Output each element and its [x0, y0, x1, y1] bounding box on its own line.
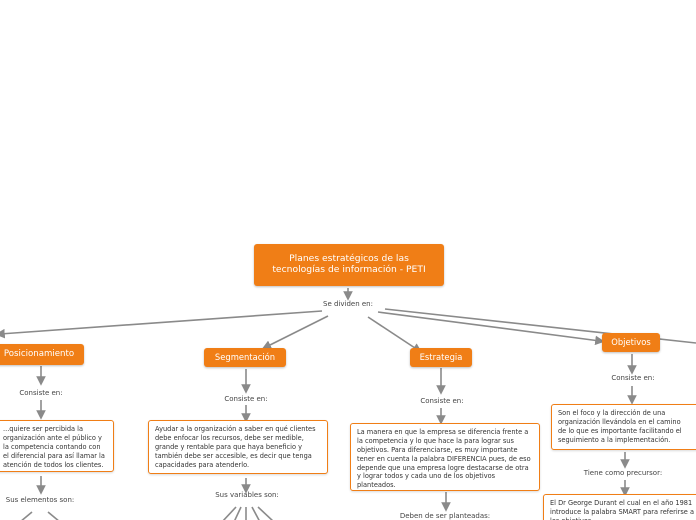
root-link-label: Se dividen en: [323, 300, 373, 308]
posicionamiento-description[interactable]: ...quiere ser percibida la organización … [0, 420, 114, 472]
estrategia-description[interactable]: La manera en que la empresa se diferenci… [350, 423, 540, 491]
topic-objetivos-label: Objetivos [611, 336, 651, 347]
objetivos-precursor-label: Tiene como precursor: [583, 469, 663, 477]
estrategia-description-text: La manera en que la empresa se diferenci… [357, 428, 531, 490]
objetivos-precursor-description[interactable]: El Dr George Durant el cual en el año 19… [543, 494, 696, 520]
posicionamiento-link-label: Consiste en: [19, 389, 63, 397]
objetivos-precursor-text: El Dr George Durant el cual en el año 19… [550, 499, 695, 520]
objetivos-link-label: Consiste en: [611, 374, 655, 382]
topic-segmentacion[interactable]: Segmentación [204, 348, 286, 367]
estrategia-planned-label: Deben de ser planteadas: [399, 512, 491, 520]
segmentacion-variables-label: Sus variables son: [215, 491, 279, 499]
topic-posicionamiento[interactable]: Posicionamiento [0, 344, 84, 365]
segmentacion-description[interactable]: Ayudar a la organización a saber en qué … [148, 420, 328, 474]
root-topic[interactable]: Planes estratégicos de las tecnologías d… [254, 244, 444, 286]
objetivos-description-text: Son el foco y la dirección de una organi… [558, 409, 682, 444]
objetivos-description[interactable]: Son el foco y la dirección de una organi… [551, 404, 696, 450]
topic-segmentacion-label: Segmentación [214, 351, 276, 362]
estrategia-link-label: Consiste en: [420, 397, 464, 405]
posicionamiento-description-text: ...quiere ser percibida la organización … [3, 425, 105, 469]
topic-posicionamiento-label: Posicionamiento [3, 348, 75, 359]
segmentacion-description-text: Ayudar a la organización a saber en qué … [155, 425, 316, 469]
root-topic-label: Planes estratégicos de las tecnologías d… [272, 253, 426, 275]
posicionamiento-elements-label: Sus elementos son: [5, 496, 75, 504]
topic-estrategia[interactable]: Estrategia [410, 348, 472, 367]
segmentacion-link-label: Consiste en: [224, 395, 268, 403]
topic-estrategia-label: Estrategia [419, 351, 463, 362]
topic-objetivos[interactable]: Objetivos [602, 333, 660, 352]
